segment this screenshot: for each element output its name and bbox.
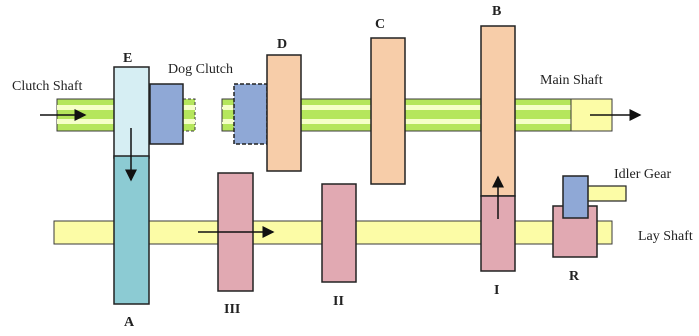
idler-gear-label: Idler Gear: [614, 167, 671, 182]
gear-a-label: A: [124, 315, 135, 330]
clutch-shaft-stub: [182, 98, 196, 132]
main-shaft-label: Main Shaft: [540, 73, 603, 88]
gear-ii: [321, 183, 357, 283]
gear-b: [480, 25, 516, 197]
gear-c-label: C: [375, 17, 385, 32]
gear-ii-label: II: [333, 294, 344, 309]
gear-r-label: R: [569, 269, 580, 284]
gear-i-label: I: [494, 283, 499, 298]
dog-clutch-left: [149, 83, 184, 145]
idler-shaft: [582, 185, 627, 202]
idler-gear: [562, 175, 589, 219]
clutch-shaft-label: Clutch Shaft: [12, 79, 82, 94]
gear-c: [370, 37, 406, 185]
gear-iii-label: III: [224, 302, 240, 317]
lay-shaft-label: Lay Shaft: [638, 229, 693, 244]
gear-b-label: B: [492, 4, 501, 19]
dog-clutch-label: Dog Clutch: [168, 62, 233, 77]
gear-e-label: E: [123, 51, 132, 66]
dog-clutch-right: [233, 83, 268, 145]
gear-d-label: D: [277, 37, 287, 52]
gear-d: [266, 54, 302, 172]
